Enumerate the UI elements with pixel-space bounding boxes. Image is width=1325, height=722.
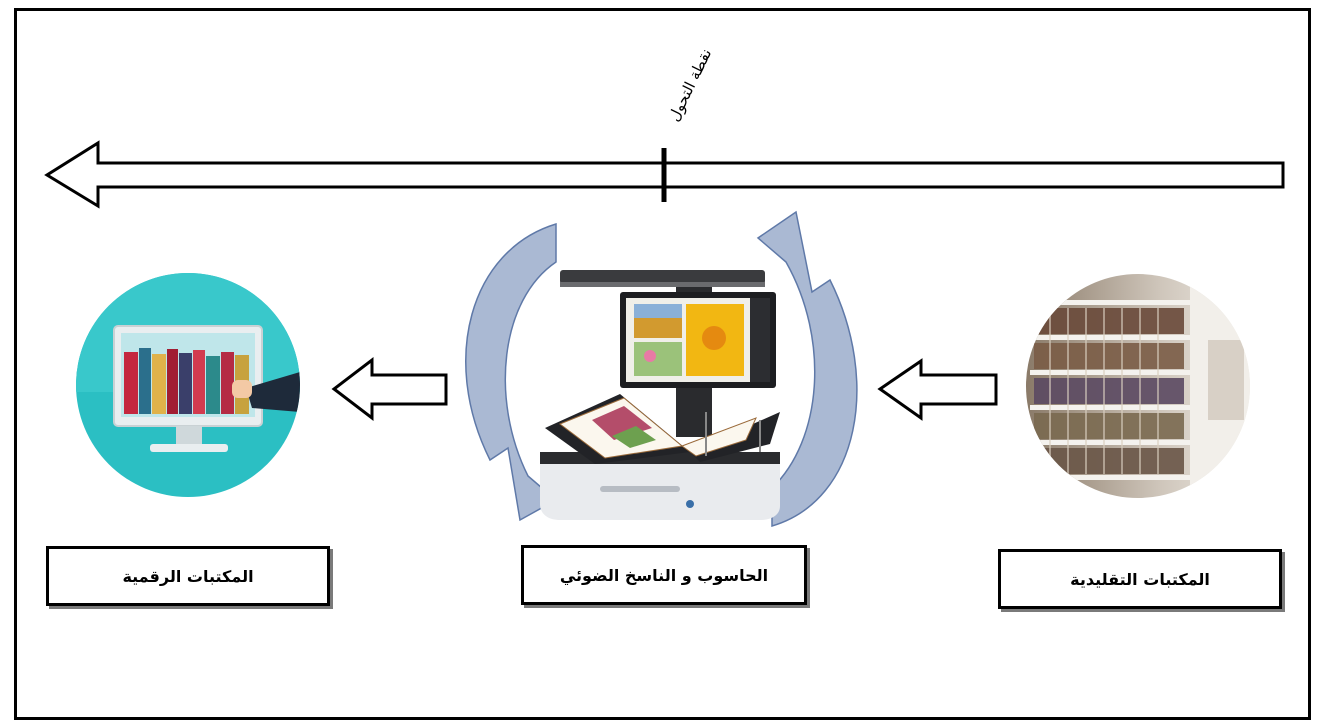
outer-frame [14,8,1311,720]
cycle-arrow-left [465,222,558,522]
computer-scanner-text: الحاسوب و الناسخ الضوئي [559,565,769,585]
digital-libraries-text: المكتبات الرقمية [122,566,254,586]
arrow-scanner-to-digital [331,356,448,422]
traditional-library-illustration [1026,274,1250,498]
digital-library-illustration [76,273,300,497]
traditional-libraries-label: المكتبات التقليدية [998,549,1282,609]
digital-libraries-label: المكتبات الرقمية [46,546,330,606]
arrow-traditional-to-scanner [877,358,998,421]
book-scanner-illustration [540,270,780,520]
computer-scanner-label: الحاسوب و الناسخ الضوئي [521,545,807,605]
cycle-arrow-right [756,210,858,528]
traditional-libraries-text: المكتبات التقليدية [1070,569,1210,589]
